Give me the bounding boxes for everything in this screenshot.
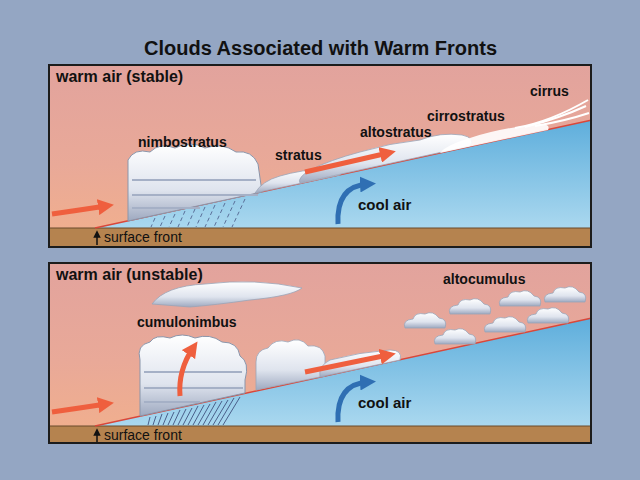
updraft-arrow [180, 348, 193, 396]
cloud-name: cirrostratus [427, 108, 505, 124]
cool-air-wedge [95, 120, 592, 228]
front-label: surface front [104, 427, 182, 443]
cloud-name: nimbostratus [138, 134, 227, 150]
nimbostratus-cloud [128, 144, 262, 221]
surface-front-pointer [96, 432, 98, 443]
anvil-top [152, 282, 302, 307]
warm-air-arrow [52, 404, 106, 412]
cumulus-cloud [256, 340, 325, 390]
scene-panel: warm air (unstable) [48, 262, 592, 444]
air-mass-label: cool air [358, 394, 411, 411]
cumulonimbus-cloud [139, 335, 247, 416]
unstable-panel-scene [48, 262, 592, 444]
cloud-name: altocumulus [443, 271, 525, 287]
altostratus-cloud [299, 134, 471, 183]
stable-panel-scene [48, 64, 592, 248]
ground-line [48, 426, 592, 427]
rising-warm-air-arrow [305, 355, 388, 372]
warm-air-sky [48, 64, 592, 248]
warm-air-sky [48, 262, 592, 444]
panel-heading: warm air (unstable) [56, 266, 203, 284]
frontal-surface [95, 318, 592, 426]
front-label: surface front [104, 229, 182, 245]
ground [48, 426, 592, 444]
surface-front-pointer [96, 234, 98, 245]
warm-air-arrow [52, 206, 106, 214]
title: Clouds Associated with Warm Fronts [144, 37, 497, 60]
cloud-name: stratus [275, 147, 322, 163]
cloud-name: cirrus [530, 83, 569, 99]
stratiform-cloud [320, 350, 401, 377]
panel-heading: warm air (stable) [56, 68, 183, 86]
cool-air-wedge [95, 318, 592, 426]
altocumulus-clouds [404, 287, 585, 344]
cloud-name: cumulonimbus [137, 314, 237, 330]
air-mass-label: cool air [358, 196, 411, 213]
cloud-name: altostratus [360, 124, 432, 140]
ground-line [48, 228, 592, 229]
ground [48, 228, 592, 246]
cirrostratus-cloud [440, 124, 549, 153]
cloud-shading [144, 372, 243, 402]
cirrus-cloud [515, 100, 589, 128]
frontal-surface [95, 120, 592, 228]
cloud-shading [132, 180, 258, 208]
